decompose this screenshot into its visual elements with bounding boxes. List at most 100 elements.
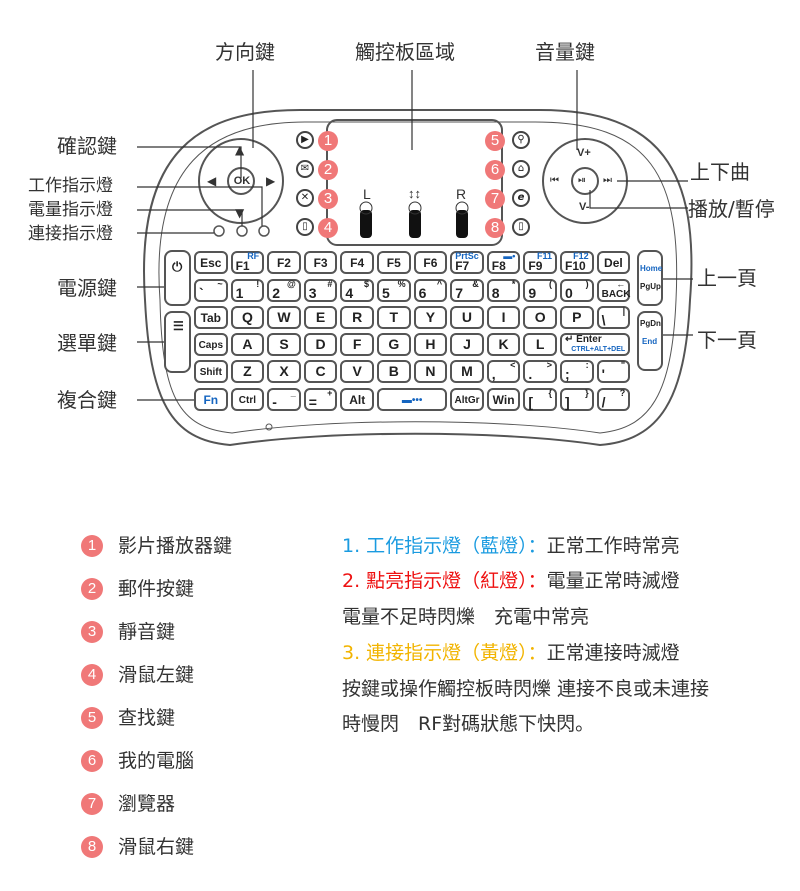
- browser-icon[interactable]: e: [512, 189, 530, 207]
- mute-icon[interactable]: ✕: [296, 189, 314, 207]
- key-1-2[interactable]: 2@: [267, 279, 301, 302]
- pgdn-end-key[interactable]: PgDn End: [637, 311, 663, 371]
- key-2-10[interactable]: P: [560, 306, 594, 329]
- arrow-left-icon[interactable]: ◀: [207, 174, 217, 188]
- key-0-5[interactable]: F5: [377, 251, 411, 274]
- key-3-9[interactable]: L: [523, 333, 557, 356]
- key-4-9[interactable]: .>: [523, 360, 557, 383]
- key-2-3[interactable]: E: [303, 306, 338, 329]
- key-4-5[interactable]: B: [377, 360, 411, 383]
- key-4-4[interactable]: V: [340, 360, 374, 383]
- mail-icon[interactable]: ✉: [296, 160, 314, 178]
- key-0-11[interactable]: Del: [596, 251, 631, 274]
- key-1-0[interactable]: `~: [194, 279, 228, 302]
- key-1-5[interactable]: 5%: [377, 279, 411, 302]
- key-4-3[interactable]: C: [303, 360, 338, 383]
- key-4-1[interactable]: Z: [230, 360, 265, 383]
- key-1-11[interactable]: BACK←: [596, 279, 630, 302]
- key-2-1[interactable]: Q: [230, 306, 265, 329]
- badge-5: 5: [485, 131, 505, 151]
- key-5-8[interactable]: [{: [523, 388, 557, 411]
- key-0-8[interactable]: F8▬•: [486, 251, 521, 274]
- arrow-up-icon[interactable]: ▲: [235, 143, 245, 157]
- key-2-4[interactable]: R: [340, 306, 374, 329]
- search-icon[interactable]: ⚲: [512, 131, 530, 149]
- home-label: Home: [640, 264, 663, 273]
- key-4-7[interactable]: M: [450, 360, 484, 383]
- key-2-0[interactable]: Tab: [194, 306, 228, 329]
- key-5-0[interactable]: Fn: [194, 388, 228, 411]
- key-2-7[interactable]: U: [450, 306, 484, 329]
- home-icon[interactable]: ⌂: [512, 160, 530, 178]
- key-3-4[interactable]: F: [340, 333, 374, 356]
- key-0-3[interactable]: F3: [303, 251, 338, 274]
- key-3-2[interactable]: S: [267, 333, 301, 356]
- key-label: F6: [423, 256, 438, 270]
- key-5-4[interactable]: Alt: [340, 388, 374, 411]
- key-4-10[interactable]: ;:: [560, 360, 594, 383]
- key-0-4[interactable]: F4: [340, 251, 374, 274]
- key-3-0[interactable]: Caps: [194, 333, 228, 356]
- key-3-6[interactable]: H: [413, 333, 448, 356]
- key-2-9[interactable]: O: [523, 306, 557, 329]
- key-3-5[interactable]: G: [377, 333, 411, 356]
- power-key[interactable]: ⏻: [164, 250, 191, 306]
- key-2-11[interactable]: \|: [596, 306, 631, 329]
- key-5-6[interactable]: AltGr: [450, 388, 484, 411]
- play-pause-icon[interactable]: ⏯: [578, 175, 586, 186]
- home-pgup-key[interactable]: Home PgUp: [637, 250, 663, 306]
- key-1-7[interactable]: 7&: [450, 279, 484, 302]
- key-2-8[interactable]: I: [486, 306, 521, 329]
- arrow-down-icon[interactable]: ▼: [235, 206, 245, 220]
- key-0-6[interactable]: F6: [413, 251, 448, 274]
- key-5-1[interactable]: Ctrl: [230, 388, 265, 411]
- next-track-icon[interactable]: ⏭: [603, 175, 612, 186]
- key-4-2[interactable]: X: [267, 360, 301, 383]
- key-1-6[interactable]: 6^: [413, 279, 448, 302]
- media-player-icon[interactable]: ▶: [296, 131, 314, 149]
- key-1-10[interactable]: 0): [560, 279, 594, 302]
- key-4-11[interactable]: '": [596, 360, 631, 383]
- key-1-8[interactable]: 8*: [486, 279, 521, 302]
- ok-button[interactable]: OK: [233, 175, 251, 187]
- key-5-3[interactable]: =+: [303, 388, 338, 411]
- key-5-5[interactable]: ▬•••: [377, 388, 448, 411]
- mouse-left-icon[interactable]: ▯: [296, 218, 314, 236]
- volume-down-button[interactable]: V-: [579, 201, 590, 213]
- key-4-6[interactable]: N: [413, 360, 448, 383]
- key-5-9[interactable]: ]}: [560, 388, 594, 411]
- key-3-8[interactable]: K: [486, 333, 521, 356]
- key-2-6[interactable]: Y: [413, 306, 448, 329]
- volume-up-button[interactable]: V+: [577, 147, 591, 159]
- key-0-0[interactable]: Esc: [194, 251, 228, 274]
- key-3-7[interactable]: J: [450, 333, 484, 356]
- key-4-8[interactable]: ,<: [486, 360, 521, 383]
- key-0-2[interactable]: F2: [267, 251, 301, 274]
- key-1-4[interactable]: 4$: [340, 279, 374, 302]
- badge-6: 6: [485, 160, 505, 180]
- key-label: N: [425, 363, 436, 379]
- key-label: K: [498, 336, 509, 352]
- key-sublabel: ▬•: [503, 251, 516, 261]
- key-5-10[interactable]: /?: [596, 388, 631, 411]
- key-1-3[interactable]: 3#: [303, 279, 338, 302]
- previous-track-icon[interactable]: ⏮: [550, 175, 559, 186]
- arrow-right-icon[interactable]: ▶: [266, 174, 276, 188]
- key-5-2[interactable]: -_: [267, 388, 301, 411]
- key-label: Q: [241, 309, 253, 325]
- key-1-9[interactable]: 9(: [523, 279, 557, 302]
- key-5-7[interactable]: Win: [486, 388, 521, 411]
- key-2-5[interactable]: T: [377, 306, 411, 329]
- key-3-3[interactable]: D: [303, 333, 338, 356]
- key-3-1[interactable]: A: [230, 333, 265, 356]
- mouse-right-icon[interactable]: ▯: [512, 218, 530, 236]
- key-1-1[interactable]: 1!: [230, 279, 265, 302]
- menu-key[interactable]: ☰: [164, 311, 191, 373]
- key-4-0[interactable]: Shift: [194, 360, 228, 383]
- key-2-2[interactable]: W: [267, 306, 301, 329]
